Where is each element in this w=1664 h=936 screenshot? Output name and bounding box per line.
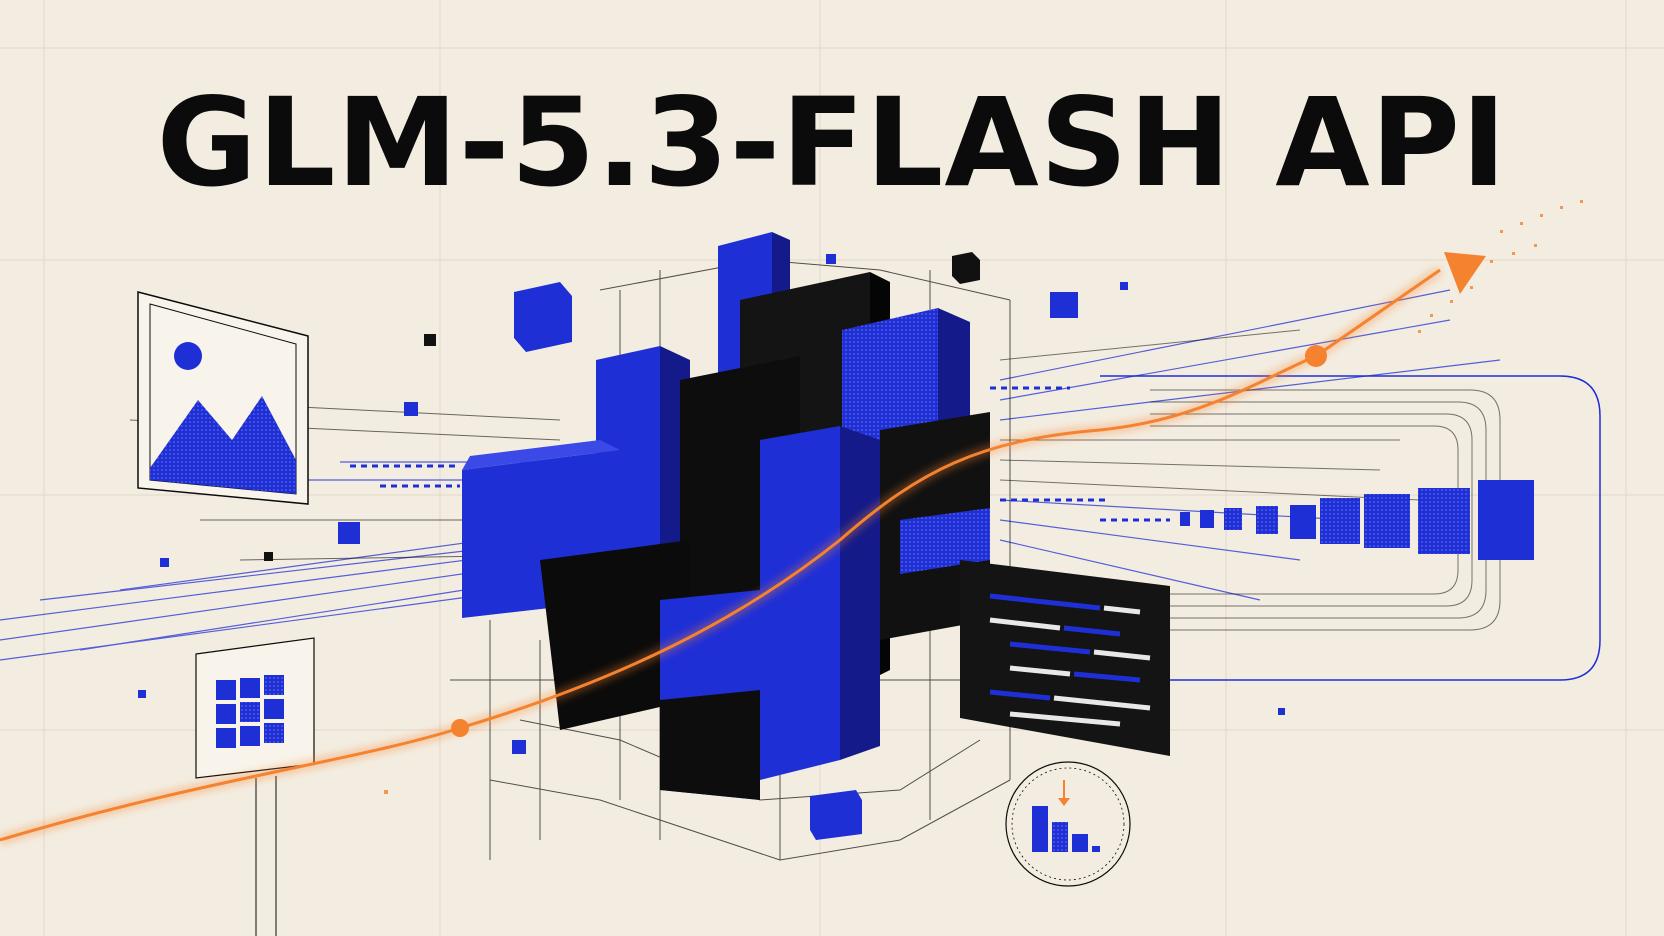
image-icon [137, 291, 309, 505]
bar-chart-icon [1005, 761, 1131, 887]
cube-stack-icon [138, 232, 1285, 840]
terminal-panel-icon [960, 560, 1170, 756]
speed-lines-right-dark [999, 329, 1421, 501]
tunnel-outline-blue [1100, 375, 1601, 681]
speed-lines-right [999, 289, 1501, 601]
tunnel-squares [1180, 480, 1534, 560]
banner-title: GLM-5.3-FLASH API [156, 72, 1508, 214]
data-streaks [350, 386, 1170, 522]
grid-icon [195, 637, 315, 936]
trend-arrow-icon [0, 200, 1583, 845]
